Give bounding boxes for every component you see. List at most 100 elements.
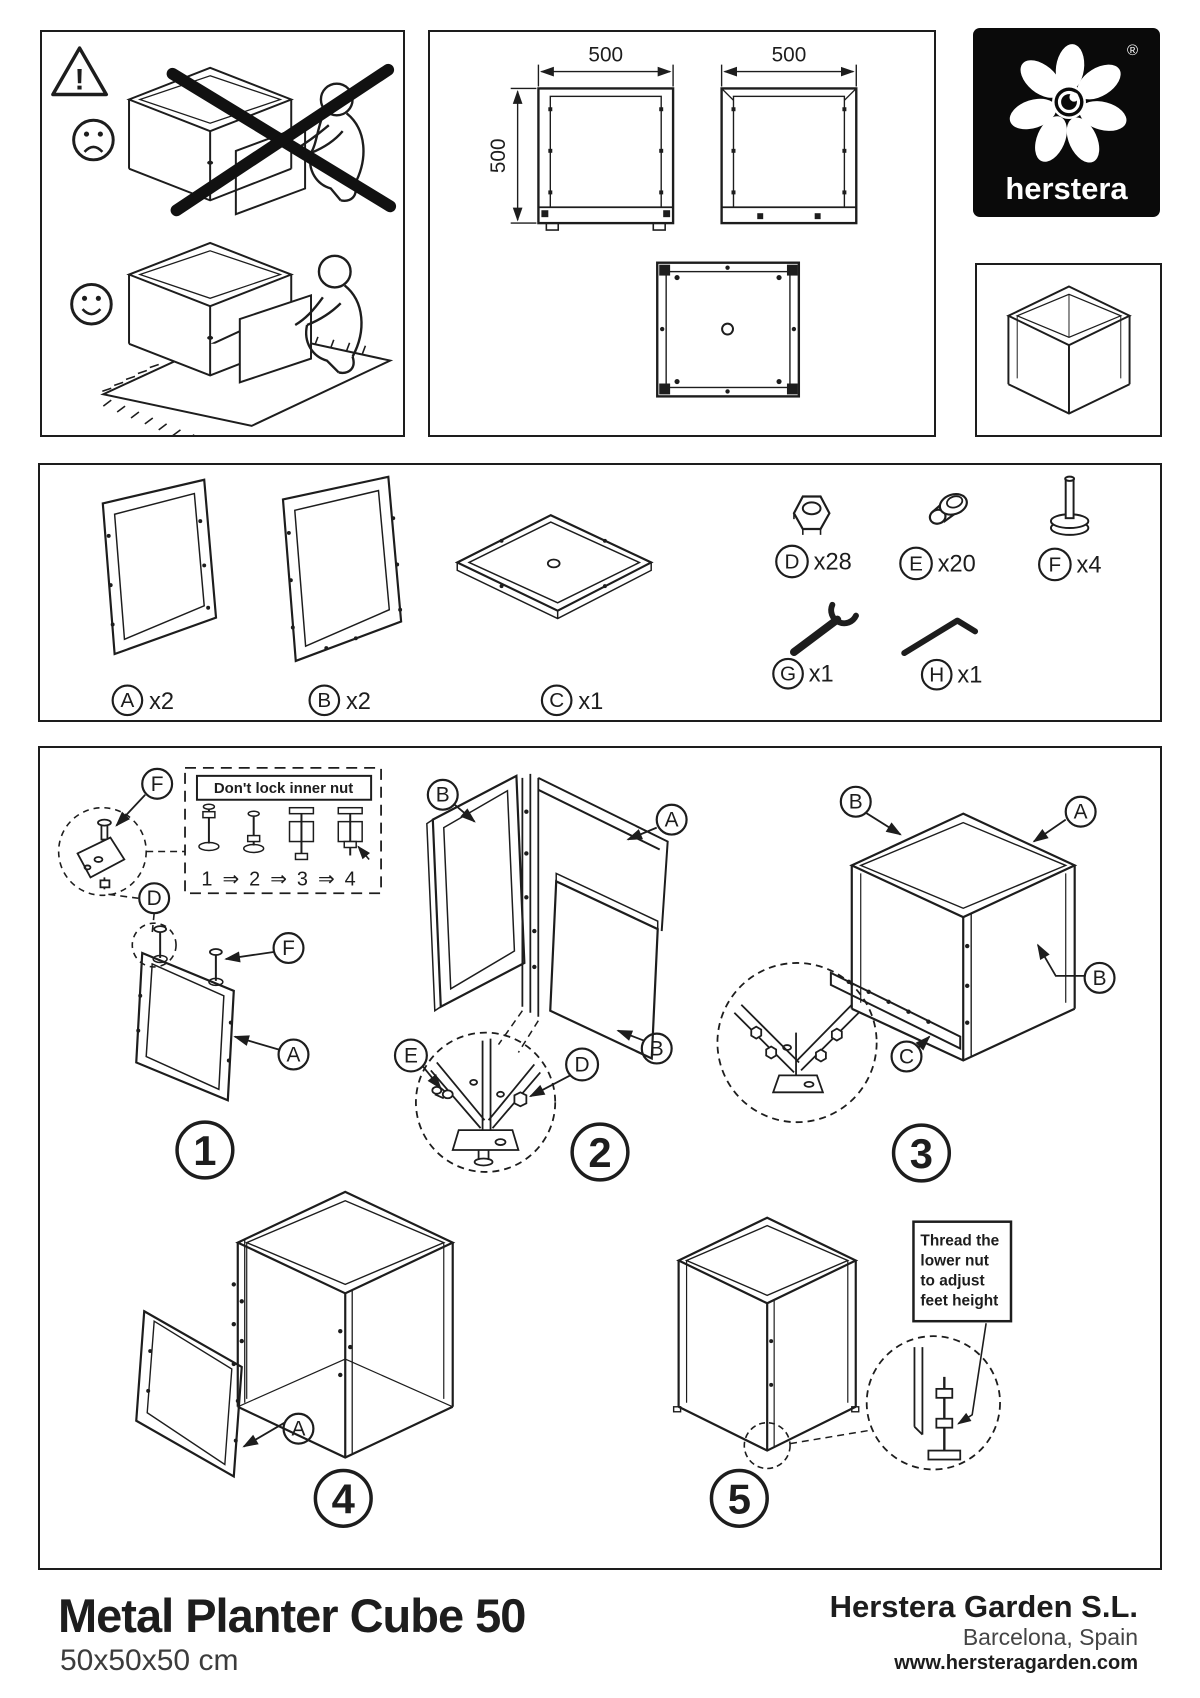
step4-callout-a: A [292, 1418, 306, 1441]
seq-arrow-1: ⇒ [222, 868, 239, 890]
part-wrench-drawing [790, 601, 859, 657]
part-e-letter: E [909, 552, 923, 575]
step1-callout-a: A [287, 1043, 301, 1066]
wrong-assembly-drawing [126, 66, 365, 216]
part-b-qty: x2 [346, 689, 371, 715]
part-e-qty: x20 [938, 551, 976, 577]
step3-callout-b-top: B [849, 791, 863, 814]
svg-text:2: 2 [588, 1129, 611, 1176]
step1-panel-a-drawing [135, 925, 235, 1102]
seq-arrow-2: ⇒ [270, 868, 287, 890]
step3-callout-b-right: B [1093, 967, 1107, 990]
part-f-qty: x4 [1077, 552, 1102, 578]
note-line-1: Thread the [920, 1233, 999, 1250]
inset-sequence-numbers: 1 ⇒ 2 ⇒ 3 ⇒ 4 [201, 868, 355, 890]
step3-corner-detail [733, 1004, 860, 1094]
note-line-2: lower nut [920, 1252, 988, 1269]
company-location: Barcelona, Spain [962, 1624, 1138, 1650]
step3-callout-a: A [1074, 801, 1088, 824]
part-g-letter: G [780, 663, 796, 686]
step2-callout-a: A [665, 809, 679, 832]
step5-drawing: Thread the lower nut to adjust feet heig… [672, 1216, 1013, 1471]
svg-text:3: 3 [910, 1130, 933, 1177]
step1-number: 1 [175, 1120, 235, 1180]
product-thumbnail [975, 263, 1162, 437]
step3-callout-c: C [899, 1045, 914, 1068]
part-b-letter: B [317, 689, 331, 712]
step4-panel-a [135, 1309, 243, 1479]
step1-callout-f-right: F [282, 937, 295, 960]
svg-text:4: 4 [332, 1475, 356, 1522]
part-labels: A x2 B x2 C x1 D x28 E x20 F x4 G x1 H x… [111, 544, 1102, 717]
part-h-letter: H [929, 664, 944, 687]
note-line-4: feet height [920, 1292, 998, 1309]
step5-note: Thread the lower nut to adjust feet heig… [912, 1220, 1013, 1425]
inset-sequence-drawings [198, 803, 371, 861]
cross-out-icon [166, 63, 397, 217]
warning-mark: ! [75, 64, 85, 97]
cube-thumbnail-drawing [1006, 285, 1132, 415]
part-h-qty: x1 [957, 663, 982, 689]
happy-face-icon [70, 282, 113, 326]
step2-panels [426, 773, 669, 1061]
seq-arrow-3: ⇒ [318, 868, 335, 890]
inset-title: Don't lock inner nut [214, 780, 353, 797]
dimension-annotations: 500 500 500 [487, 44, 857, 224]
part-foot-drawing [1049, 475, 1090, 536]
product-title: Metal Planter Cube 50 [58, 1589, 526, 1642]
seq-2: 2 [249, 868, 260, 890]
correct-assembly-drawing [100, 241, 394, 435]
step4-box [231, 1190, 456, 1459]
seq-3: 3 [297, 868, 308, 890]
part-panel-b-drawing [281, 475, 403, 663]
step1-callout-d: D [147, 887, 162, 910]
part-g-qty: x1 [809, 662, 834, 688]
step2-drawing: B A [393, 773, 688, 1173]
flower-icon [1009, 44, 1127, 163]
part-c-letter: C [549, 689, 564, 712]
step2-callout-e: E [404, 1044, 418, 1067]
step2-callout-b-bottom: B [650, 1038, 664, 1061]
product-size: 50x50x50 cm [60, 1644, 239, 1677]
note-line-3: to adjust [920, 1272, 984, 1289]
dimensions-panel: 500 500 500 [428, 30, 936, 437]
side-view-drawing [720, 87, 858, 225]
step1-callout-f-top: F [151, 773, 164, 796]
part-panel-a-drawing [101, 478, 218, 656]
dim-side-width: 500 [772, 44, 807, 67]
part-d-letter: D [785, 550, 800, 573]
step2-callout-d: D [575, 1053, 590, 1076]
bottom-view-drawing [656, 261, 801, 398]
svg-text:1: 1 [193, 1127, 216, 1174]
part-nut-drawing [792, 495, 831, 535]
assembly-steps-panel: F Don't lock inner nut [38, 746, 1162, 1570]
svg-text:5: 5 [728, 1475, 751, 1522]
part-a-qty: x2 [149, 689, 174, 715]
part-f-letter: F [1049, 553, 1062, 576]
front-view-drawing [537, 87, 675, 231]
company-block: Herstera Garden S.L. Barcelona, Spain ww… [830, 1590, 1138, 1675]
step5-foot-detail [913, 1347, 962, 1461]
part-c-qty: x1 [578, 689, 603, 715]
company-name: Herstera Garden S.L. [829, 1589, 1138, 1624]
step2-number: 2 [570, 1122, 630, 1182]
step3-drawing: B A [716, 785, 1116, 1124]
seq-4: 4 [345, 868, 356, 890]
step5-box [672, 1216, 860, 1452]
step3-box [849, 812, 1078, 1062]
step5-number: 5 [709, 1468, 769, 1528]
part-a-letter: A [121, 689, 135, 712]
step4-drawing: A [135, 1190, 456, 1479]
registered-mark: ® [1126, 42, 1138, 59]
brand-wordmark: herstera [1005, 171, 1128, 206]
sad-face-icon [72, 118, 115, 162]
warning-triangle-icon: ! [51, 46, 109, 97]
part-hex-key-drawing [901, 617, 979, 657]
seq-1: 1 [201, 868, 212, 890]
parts-list-panel: A x2 B x2 C x1 D x28 E x20 F x4 G x1 H x… [38, 463, 1162, 722]
step2-corner-detail [430, 1038, 541, 1167]
company-website: www.hersteragarden.com [894, 1652, 1138, 1674]
step1-drawing: F Don't lock inner nut [57, 767, 382, 1102]
brand-logo: ® herstera [973, 28, 1160, 217]
